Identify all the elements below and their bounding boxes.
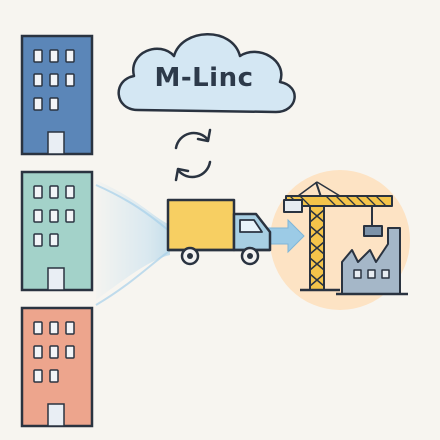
cloud-label: M-Linc [154,63,254,93]
building-salmon [20,306,94,428]
cloud-icon [117,33,296,114]
factory-icon [336,227,408,296]
building-blue [20,34,94,156]
sync-arrows-icon [174,128,212,182]
flow-arrow-icon [267,218,305,254]
flow-lines [95,180,170,306]
building-green [20,170,94,292]
delivery-truck-icon [166,198,272,266]
construction-crane-icon [283,181,393,292]
